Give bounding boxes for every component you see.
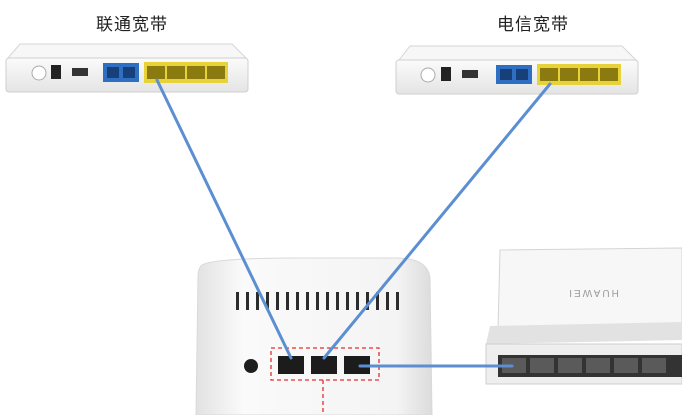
right-modem-lan-ports (537, 64, 621, 85)
router-power-port (244, 359, 258, 373)
right-modem-phone-ports (496, 65, 532, 84)
router-vent-slots (236, 292, 399, 310)
router (195, 257, 433, 415)
right-modem (395, 45, 639, 95)
left-modem (5, 43, 249, 93)
switch-brand-text: HUAWEI (567, 287, 619, 298)
router-ethernet-ports (278, 356, 370, 374)
cable-left-modem-to-router (155, 78, 293, 360)
network-switch: HUAWEI (485, 247, 682, 385)
right-modem-label: 电信宽带 (497, 15, 569, 35)
left-modem-phone-ports (103, 63, 139, 82)
cable-right-modem-to-router (322, 82, 552, 360)
switch-ports (498, 355, 682, 377)
left-modem-lan-ports (144, 62, 228, 83)
cables (155, 78, 552, 368)
left-modem-label: 联通宽带 (96, 15, 168, 35)
